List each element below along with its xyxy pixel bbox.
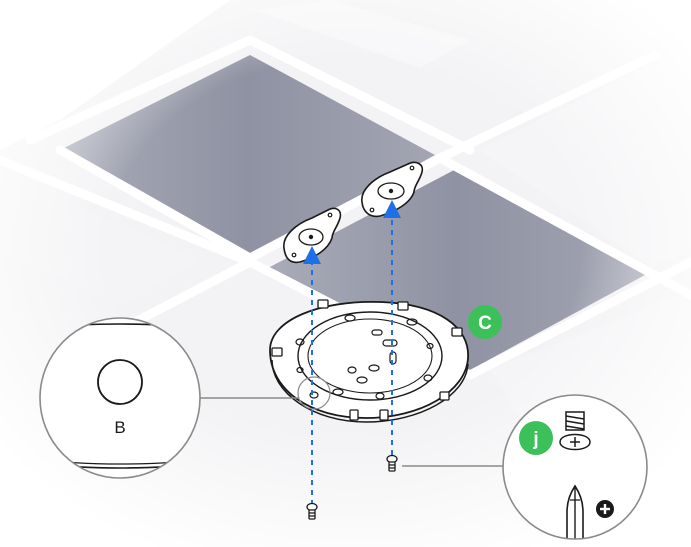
screw-hole-b [97, 359, 143, 405]
badge-c: C [468, 305, 502, 339]
badge-j: j [519, 421, 553, 455]
detail-b-label: B [114, 418, 125, 437]
detail-b-marker [297, 376, 331, 410]
screw-right [386, 454, 398, 472]
tile-clip-right [361, 161, 424, 218]
arrow-head-left [303, 246, 321, 264]
tile-clip-left [283, 207, 342, 264]
arrow-heads [303, 200, 401, 264]
phillips-screwdriver-icon [566, 484, 584, 539]
detail-callout-b [39, 317, 201, 479]
arrow-head-right [383, 200, 401, 218]
plus-circle-icon [596, 500, 614, 518]
pan-head-screw-icon [559, 411, 591, 451]
badge-c-label: C [478, 313, 492, 334]
mounting-plate [269, 299, 469, 423]
screw-left [306, 502, 318, 520]
badge-j-label: j [532, 429, 538, 450]
alignment-arrows [311, 212, 393, 505]
detail-callout-j [502, 394, 648, 540]
